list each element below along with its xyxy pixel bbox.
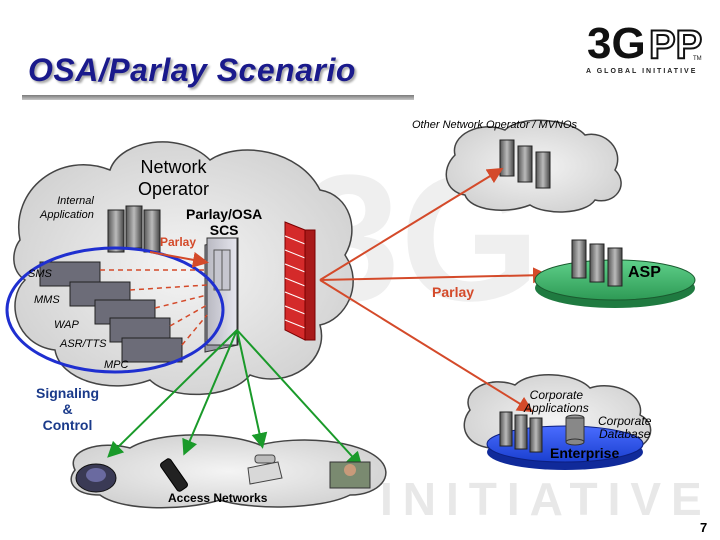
external-parlay-arrows [319, 167, 549, 413]
network-operator-line1: Network [140, 157, 207, 177]
logo-tm: TM [693, 56, 702, 62]
other-operator-label: Other Network Operator / MVNOs [412, 119, 578, 131]
asp-label: ASP [628, 264, 661, 281]
access-cloud-icon [70, 434, 387, 509]
internal-application-server-icon [107, 205, 161, 253]
slide-title: OSA/Parlay Scenario [28, 52, 356, 88]
corporate-apps-line1: Corporate [529, 388, 584, 402]
operator-cloud-icon [13, 141, 354, 396]
asp-server-icon [571, 239, 587, 279]
3gpp-logo: 3G PP TM [587, 19, 703, 68]
signaling-line2: & [62, 401, 73, 417]
parlay-left-label: Parlay [160, 235, 197, 249]
network-operator-line2: Operator [138, 179, 210, 199]
watermark-text: INITIATIVE [380, 473, 712, 525]
service-mms: MMS [34, 294, 60, 306]
signaling-line3: Control [42, 417, 93, 433]
title-underline [22, 95, 414, 100]
service-mpc: MPC [104, 359, 129, 371]
service-dashed-links [100, 269, 208, 346]
parlay-osa-scs-label: Parlay/OSA SCS [186, 206, 262, 238]
corporate-db-line2: Database [599, 427, 651, 441]
parlay-right-label: Parlay [432, 284, 475, 300]
access-networks-label: Access Networks [168, 491, 268, 505]
internal-parlay-arrow [149, 251, 209, 268]
corporate-db-line1: Corporate [598, 414, 652, 428]
logo-tagline: A GLOBAL INITIATIVE [586, 68, 698, 75]
service-wap: WAP [54, 319, 79, 331]
page-number: 7 [700, 520, 708, 535]
phone-icon [160, 458, 188, 492]
signaling-line1: Signaling [36, 385, 99, 401]
services-ellipse [5, 246, 225, 374]
other-operator-cloud-icon [445, 119, 622, 213]
parlay-osa-line2: SCS [209, 222, 239, 238]
asp-platform [534, 239, 696, 308]
network-operator-label: Network Operator [138, 156, 209, 200]
logo-pp: PP [649, 23, 702, 67]
signaling-control-label: Signaling & Control [36, 385, 99, 433]
service-servers-icon [39, 261, 183, 363]
desk-phone-icon [247, 454, 283, 485]
enterprise-platform [486, 411, 644, 470]
database-icon [565, 414, 585, 446]
scs-server-rack-icon [204, 237, 239, 353]
internal-application-label: Internal Application [40, 194, 94, 222]
corporate-apps-line2: Applications [524, 401, 589, 415]
mouse-icon [75, 463, 117, 493]
laptop-user-icon [329, 461, 371, 489]
logo-3g: 3G [587, 19, 646, 68]
parlay-osa-line1: Parlay/OSA [186, 206, 263, 222]
corporate-applications-label: Corporate Applications [524, 389, 589, 415]
firewall-icon [284, 221, 316, 341]
service-asr-tts: ASR/TTS [60, 338, 107, 350]
internal-app-line2: Application [40, 209, 94, 221]
enterprise-label: Enterprise [550, 445, 620, 461]
corporate-database-label: Corporate Database [598, 415, 651, 441]
service-sms: SMS [28, 268, 52, 280]
signaling-lines [107, 329, 363, 468]
internal-app-line1: Internal [57, 195, 94, 207]
